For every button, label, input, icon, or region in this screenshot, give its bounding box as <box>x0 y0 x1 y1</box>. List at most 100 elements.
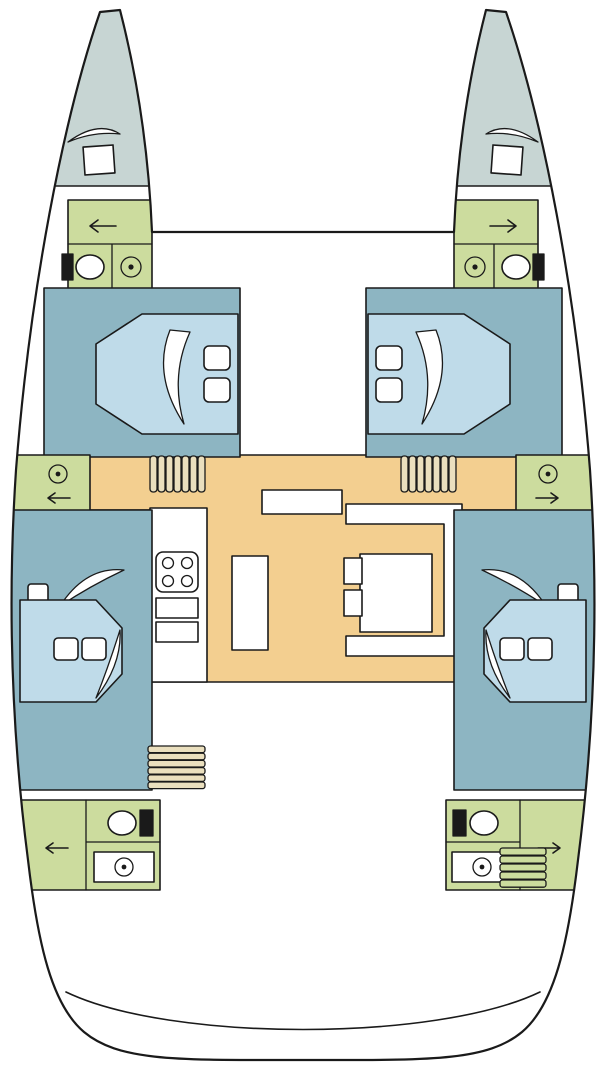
port-bow-hatch <box>82 144 116 176</box>
port-forward-toilet-icon <box>75 254 105 280</box>
stove-burner <box>161 574 175 588</box>
stair-tread <box>147 781 206 790</box>
drain-ring <box>120 256 142 278</box>
stair-tread <box>189 455 198 493</box>
stair-tread <box>147 759 206 768</box>
stair-tread <box>165 455 174 493</box>
sink-dot <box>121 864 127 870</box>
port-cockpit-stairs <box>147 745 206 790</box>
stair-tread <box>448 455 457 493</box>
stair-tread <box>432 455 441 493</box>
stair-tread <box>147 774 206 783</box>
port-aft-blanket-fold-icon <box>95 629 121 699</box>
stair-tread <box>499 871 547 880</box>
port-forward-blanket-fold-icon <box>162 329 191 425</box>
starboard-aft-toilet-icon <box>469 810 499 836</box>
dining-seat <box>343 557 363 585</box>
drain-dot <box>128 264 134 270</box>
starboard-forward-stairs <box>400 455 457 493</box>
starboard-bow-deck <box>439 10 587 187</box>
port-aft-cistern <box>139 809 154 837</box>
dining-area <box>343 503 463 657</box>
port-aft-head <box>15 799 161 891</box>
port-forward-cistern <box>61 253 74 281</box>
sink-ring <box>114 857 134 877</box>
stair-tread <box>440 455 449 493</box>
port-forward-door-arrow-icon <box>89 219 117 233</box>
stair-tread <box>149 455 158 493</box>
sink-basin <box>155 597 199 619</box>
bed-pillow <box>203 377 231 403</box>
starboard-bow-vent-icon <box>485 127 539 143</box>
stove-burner <box>180 574 194 588</box>
port-aft-head-walls <box>85 799 161 891</box>
stove-burner <box>161 556 175 570</box>
starboard-forward-shower-drain-icon <box>464 256 486 278</box>
starboard-mid-door-arrow-icon <box>535 492 559 504</box>
stair-tread <box>499 863 547 872</box>
hull-outline <box>10 8 596 1062</box>
drain-dot <box>545 471 551 477</box>
stair-tread <box>181 455 190 493</box>
port-aft-sink-icon <box>114 857 134 877</box>
drain-dot <box>472 264 478 270</box>
starboard-forward-cistern <box>532 253 545 281</box>
port-aft-cabin <box>11 509 153 791</box>
port-bow-vent-icon <box>67 127 121 143</box>
starboard-forward-toilet-icon <box>501 254 531 280</box>
port-forward-head <box>61 199 153 291</box>
starboard-forward-door-arrow-icon <box>489 219 517 233</box>
galley-island <box>231 555 269 651</box>
starboard-forward-blanket-fold-icon <box>415 329 444 425</box>
starboard-bow-hatch <box>490 144 524 176</box>
port-bow-deck <box>19 10 167 187</box>
port-hull-interior <box>11 10 241 891</box>
bed-pillow <box>527 637 553 661</box>
starboard-forward-head-walls <box>453 243 539 291</box>
interior <box>11 10 595 1031</box>
bed-pillow <box>53 637 79 661</box>
port-aft-door-arrow-icon <box>45 842 69 854</box>
port-forward-head-walls <box>67 243 153 291</box>
transom-curve <box>65 991 541 1031</box>
starboard-aft-sink-icon <box>472 857 492 877</box>
bed-pillow <box>375 377 403 403</box>
bed-pillow <box>499 637 525 661</box>
drain-ring <box>464 256 486 278</box>
galley-sink-icon <box>155 597 199 643</box>
stove-top <box>155 551 199 593</box>
stair-tread <box>173 455 182 493</box>
stair-tread <box>147 752 206 761</box>
port-forward-cabin <box>43 287 241 458</box>
stair-tread <box>499 879 547 888</box>
stove-icon <box>155 551 199 593</box>
starboard-mid-shower-drain-icon <box>538 464 558 484</box>
port-forward-stairs <box>149 455 206 493</box>
salon <box>87 454 519 683</box>
stove-burner <box>180 556 194 570</box>
stair-tread <box>408 455 417 493</box>
dining-table <box>359 553 433 633</box>
stair-tread <box>157 455 166 493</box>
drain-ring <box>538 464 558 484</box>
stair-tread <box>424 455 433 493</box>
stair-tread <box>416 455 425 493</box>
stair-tread <box>197 455 206 493</box>
galley-counter <box>149 507 208 683</box>
sink-ring <box>472 857 492 877</box>
starboard-aft-cabin <box>453 509 595 791</box>
stair-tread <box>499 855 547 864</box>
companionway-window <box>261 489 343 515</box>
starboard-forward-head <box>453 199 545 291</box>
stair-tread <box>499 847 547 856</box>
sink-basin <box>155 621 199 643</box>
starboard-aft-cistern <box>452 809 467 837</box>
port-aft-blanket-fold-icon <box>59 568 125 607</box>
drain-ring <box>48 464 68 484</box>
starboard-forward-cabin <box>365 287 563 458</box>
sink-dot <box>479 864 485 870</box>
bed-pillow <box>203 345 231 371</box>
port-mid-shower-drain-icon <box>48 464 68 484</box>
port-forward-shower-drain-icon <box>120 256 142 278</box>
